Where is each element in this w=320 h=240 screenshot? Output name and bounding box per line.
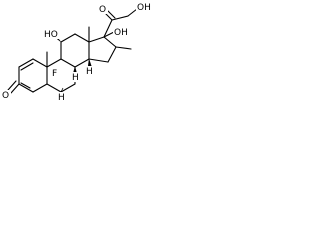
hydroxy-11-label: HO (44, 30, 58, 40)
hydrogen-14-label: H (86, 67, 93, 77)
stereo-marks (51, 32, 93, 93)
atom-labels: O OH HO H OH H F H O (1, 2, 154, 103)
carbonyl-oxygen-label: O (99, 5, 106, 15)
hydroxymethyl-oh-label: OH (137, 3, 151, 13)
hydrogen-9-label: H (58, 93, 65, 103)
fluorine-label: F (52, 69, 57, 79)
molecule-structure: O OH HO H OH H F H O (1, 2, 154, 103)
ketone-oxygen-3-label: O (2, 91, 9, 101)
hydrogen-8-label: H (72, 73, 79, 83)
hydroxy-17-label: OH (114, 28, 128, 38)
